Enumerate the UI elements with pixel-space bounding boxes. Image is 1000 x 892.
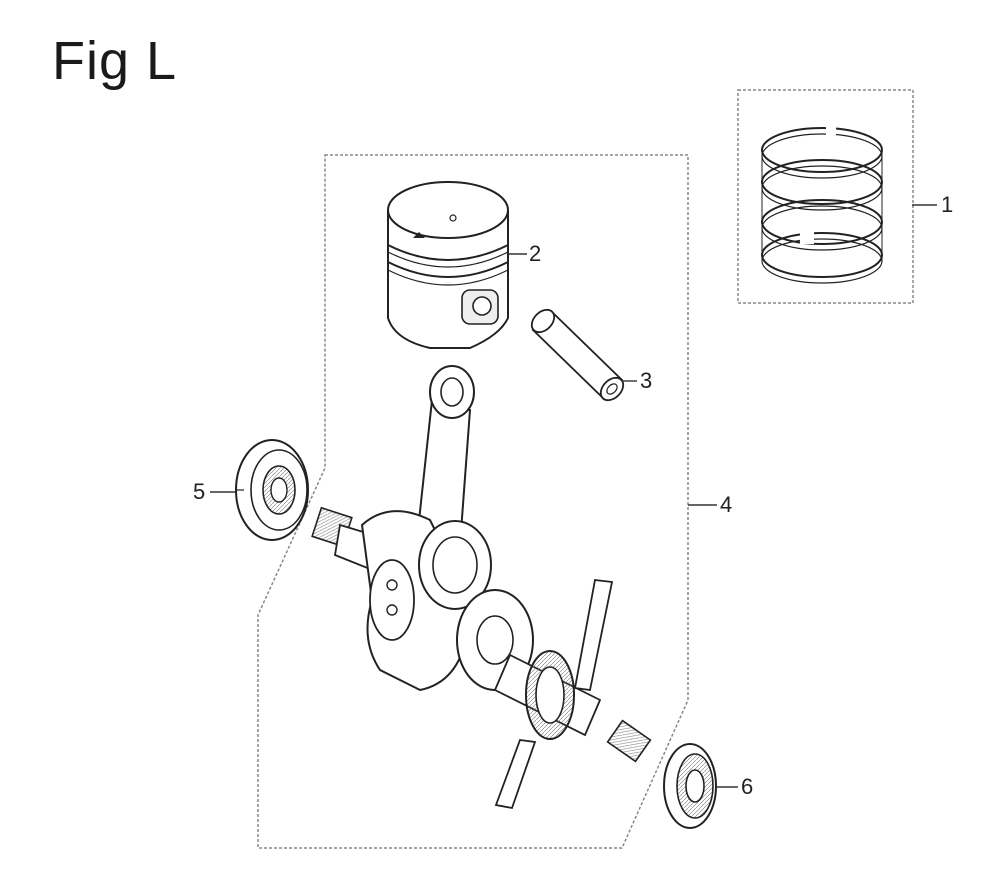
callout-3: 3 xyxy=(640,368,653,393)
leader-lines xyxy=(210,204,937,788)
piston-icon xyxy=(387,181,509,349)
crankshaft-assembly-icon xyxy=(311,365,652,810)
piston-pin-icon xyxy=(530,308,625,402)
callout-2: 2 xyxy=(529,241,542,266)
piston-rings-icon xyxy=(761,125,883,284)
assembly-group-box xyxy=(257,154,689,849)
ball-bearing-icon xyxy=(235,439,309,541)
oil-seal-icon xyxy=(663,743,717,829)
callout-1: 1 xyxy=(941,192,954,217)
rings-group-box xyxy=(737,89,914,304)
callout-5: 5 xyxy=(193,479,206,504)
figure-title: Fig L xyxy=(52,31,178,91)
callout-6: 6 xyxy=(741,774,754,799)
callout-4: 4 xyxy=(720,492,733,517)
